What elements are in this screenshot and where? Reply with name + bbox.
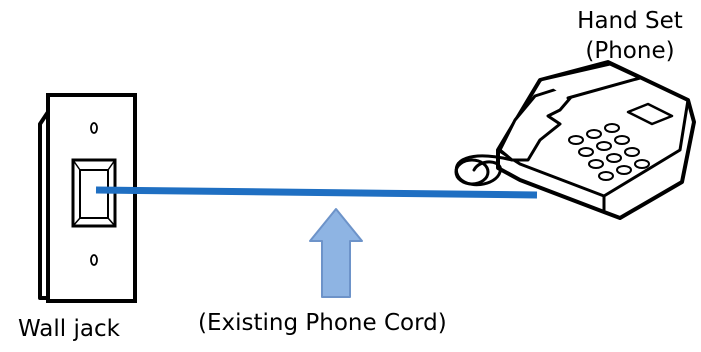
wall-jack-label: Wall jack xyxy=(18,316,120,342)
handset-label-line2: (Phone) xyxy=(585,38,675,64)
handset-label-line1: Hand Set xyxy=(577,8,683,34)
handset-label: Hand Set (Phone) xyxy=(560,6,700,66)
telephone xyxy=(454,60,696,220)
phone-cord xyxy=(95,186,538,199)
up-arrow-icon xyxy=(309,208,363,298)
wall-jack xyxy=(38,93,137,303)
phone-cord-label: (Existing Phone Cord) xyxy=(198,310,447,336)
